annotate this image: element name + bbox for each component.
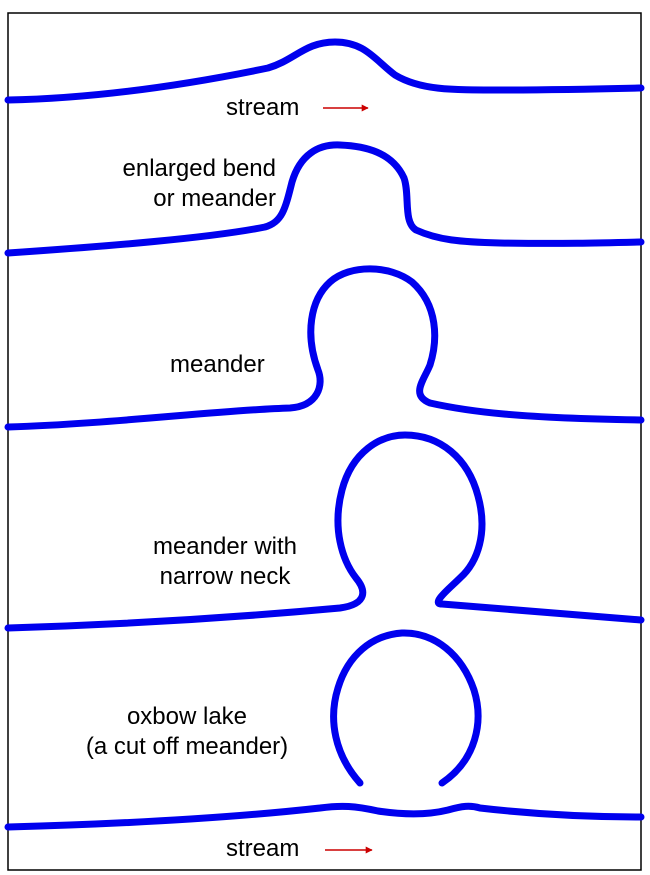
oxbow-lake-label-line-1: oxbow lake — [126, 703, 248, 730]
stream-slight-bend — [4, 38, 645, 104]
stream-enlarged-bend — [4, 141, 645, 257]
stream-label-bottom: stream — [226, 834, 299, 864]
narrow-neck-label-line-1: meander with — [152, 533, 298, 560]
enlarged-bend-label: enlarged bend or meander — [84, 154, 276, 214]
oxbow-lake-label-line-2: (a cut off meander) — [85, 733, 289, 760]
narrow-neck-label-line-2: narrow neck — [159, 563, 291, 590]
oxbow-lake-label: oxbow lake (a cut off meander) — [58, 702, 316, 762]
stream-meander — [4, 265, 645, 431]
stream-label-bottom-text: stream — [226, 835, 300, 862]
enlarged-bend-label-line-2: or meander — [153, 185, 276, 212]
meander-label-text: meander — [170, 351, 265, 378]
meander-label: meander — [170, 350, 265, 380]
stream-narrow-neck-meander — [4, 431, 645, 632]
stream-label-top-text: stream — [226, 94, 300, 121]
oxbow-lake — [330, 629, 482, 787]
diagram-frame — [7, 12, 642, 871]
enlarged-bend-label-line-1: enlarged bend — [122, 155, 276, 182]
stream-label-top: stream — [226, 93, 299, 123]
stream-straightened — [4, 802, 645, 831]
narrow-neck-label: meander with narrow neck — [130, 532, 320, 592]
